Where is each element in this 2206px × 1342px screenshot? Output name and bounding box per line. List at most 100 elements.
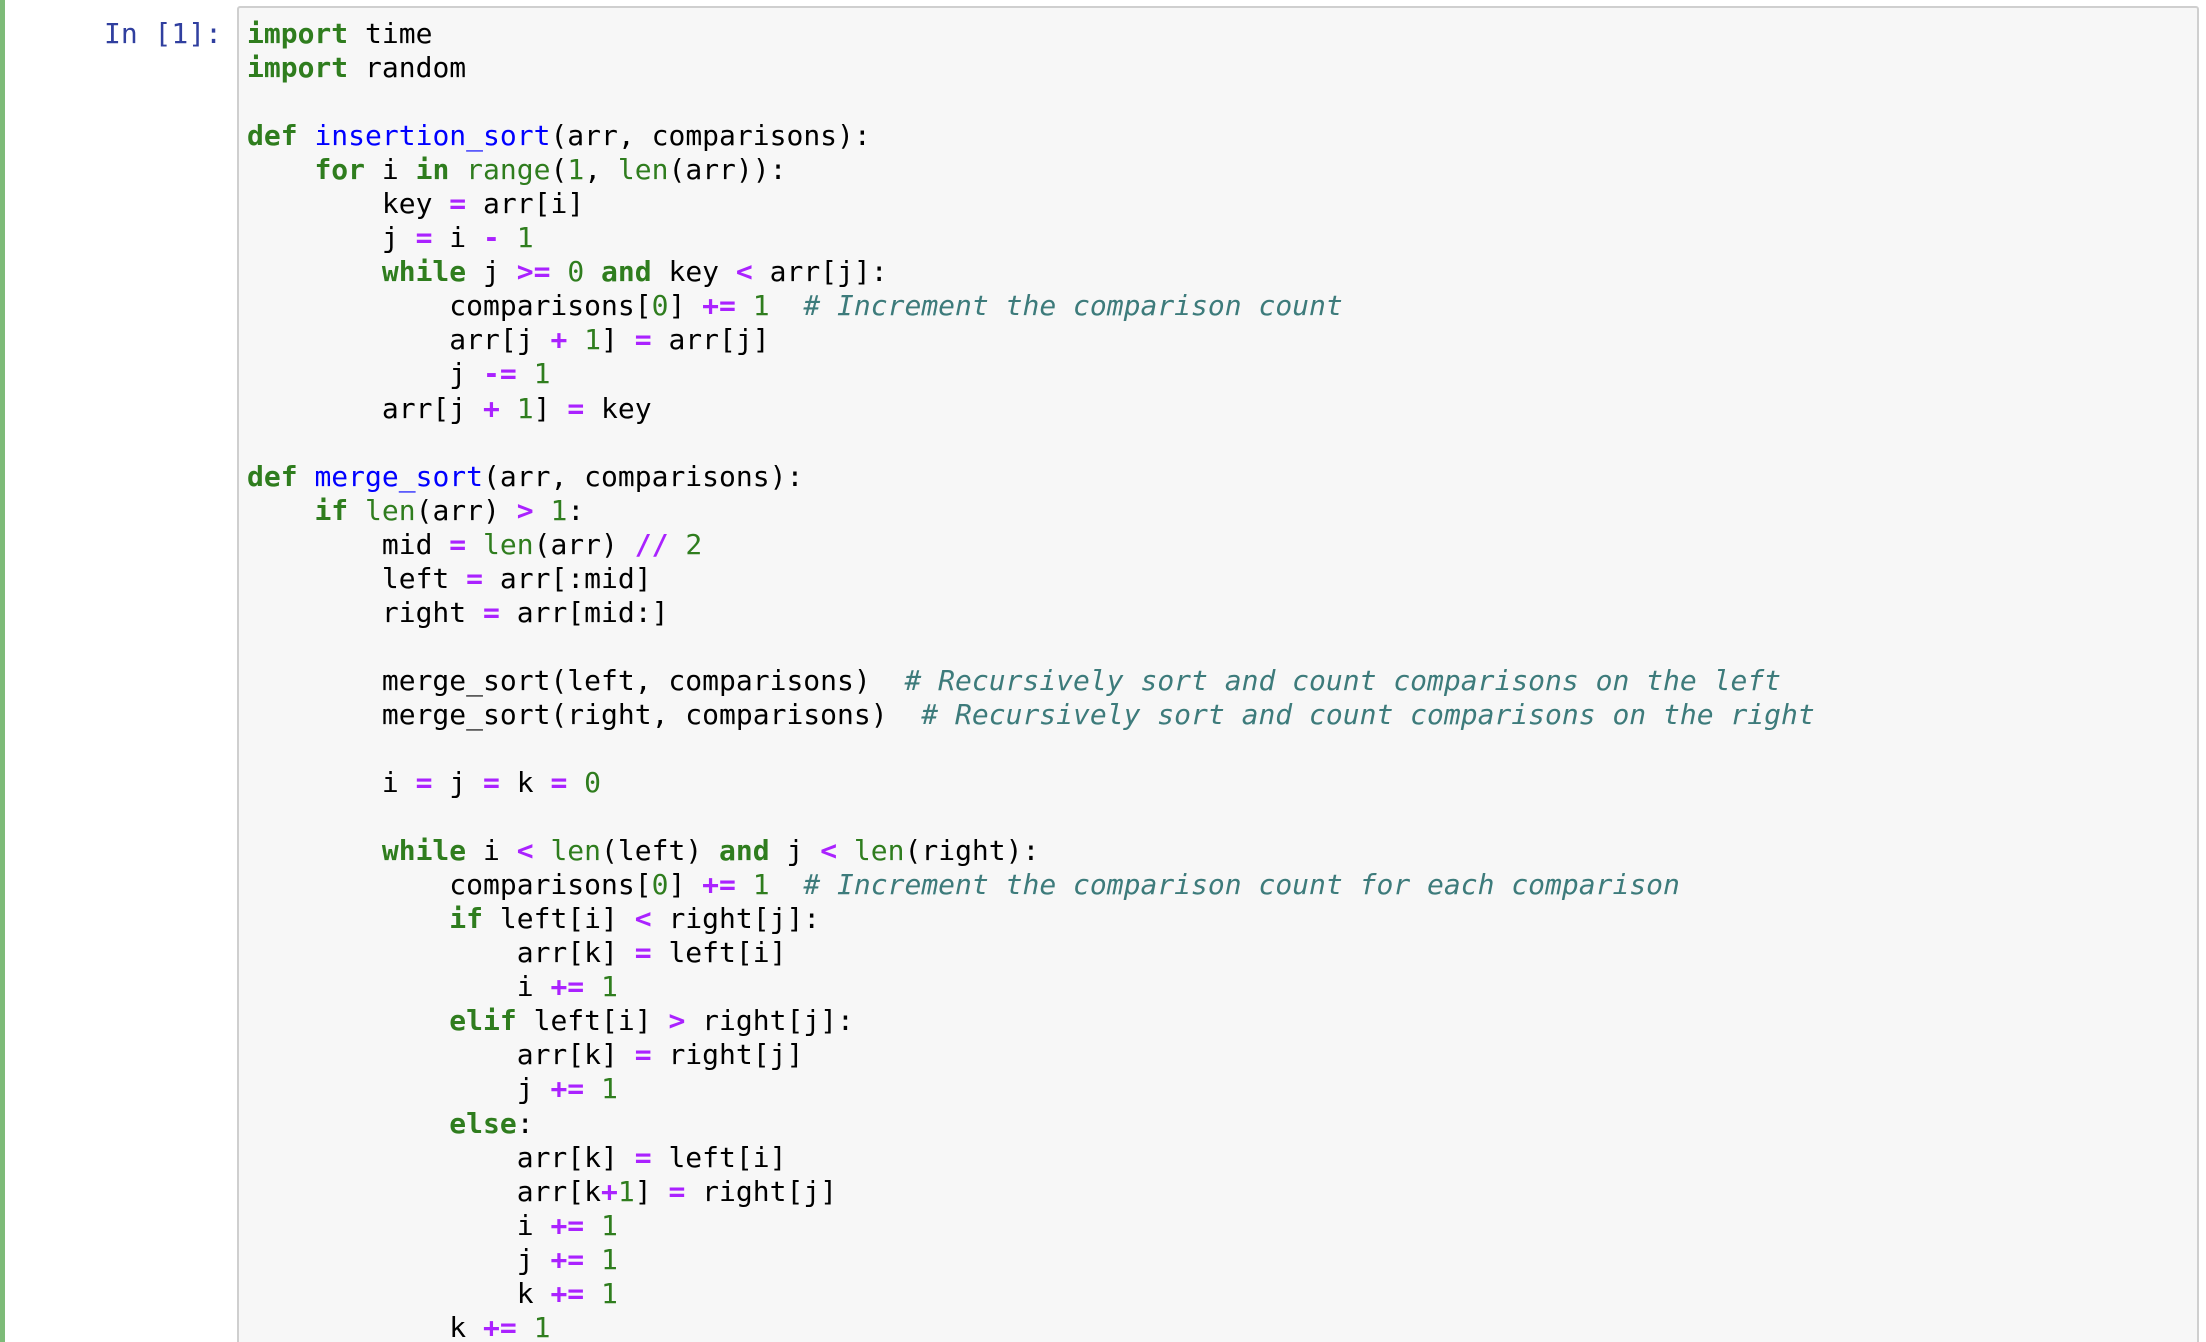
code-token: k bbox=[247, 1310, 484, 1342]
code-token: arr[k] bbox=[247, 1140, 635, 1174]
code-token: left[i] bbox=[516, 1004, 669, 1038]
code-token: 1 bbox=[601, 1072, 618, 1106]
code-token: merge_sort(right, comparisons) bbox=[247, 697, 922, 731]
code-token: 1 bbox=[567, 153, 585, 187]
code-token: left[i] bbox=[651, 936, 787, 970]
code-token: key bbox=[651, 255, 736, 289]
code-token: ] bbox=[601, 323, 635, 357]
code-line: arr[k] = left[i] bbox=[247, 1141, 1815, 1175]
code-token: comparisons[ bbox=[247, 289, 652, 323]
code-token: len bbox=[617, 153, 669, 187]
code-line: def insertion_sort(arr, comparisons): bbox=[247, 119, 1815, 153]
code-token: = bbox=[634, 936, 652, 970]
code-token: 0 bbox=[651, 868, 669, 902]
code-token bbox=[567, 766, 584, 799]
code-token: left[i] bbox=[483, 902, 635, 936]
code-token: > bbox=[668, 1004, 686, 1038]
code-token: = bbox=[668, 1174, 686, 1208]
code-token: i bbox=[247, 970, 551, 1004]
code-token: 1 bbox=[601, 1276, 618, 1310]
code-token: # Increment the comparison count bbox=[803, 289, 1343, 323]
code-token: 0 bbox=[651, 289, 669, 323]
code-token: 0 bbox=[584, 766, 602, 800]
code-token: # Increment the comparison count for eac… bbox=[803, 868, 1680, 902]
code-token: < bbox=[516, 834, 534, 868]
code-line: i += 1 bbox=[247, 970, 1815, 1004]
code-token bbox=[247, 902, 449, 935]
code-token: < bbox=[735, 255, 753, 289]
code-token: in bbox=[415, 153, 450, 187]
code-token bbox=[736, 868, 753, 901]
code-editor[interactable] bbox=[237, 6, 2199, 1342]
code-token: if bbox=[449, 902, 484, 936]
code-token bbox=[668, 528, 685, 561]
code-line: arr[j + 1] = key bbox=[247, 392, 1815, 426]
code-token bbox=[584, 255, 601, 288]
code-token bbox=[584, 970, 601, 1003]
code-line: mid = len(arr) // 2 bbox=[247, 528, 1815, 562]
code-line: import random bbox=[247, 51, 1815, 85]
code-line: while i < len(left) and j < len(right): bbox=[247, 834, 1815, 868]
code-token: j bbox=[432, 766, 484, 800]
code-token: (arr)): bbox=[668, 153, 787, 187]
code-token bbox=[770, 289, 804, 322]
code-token bbox=[466, 528, 483, 561]
code-token: 1 bbox=[516, 221, 534, 255]
code-line: key = arr[i] bbox=[247, 187, 1815, 221]
code-token: j bbox=[769, 834, 821, 868]
code-token: ] bbox=[668, 289, 703, 323]
code-token: i bbox=[247, 766, 416, 800]
code-token bbox=[247, 255, 382, 288]
code-token: arr[j]: bbox=[752, 255, 888, 289]
code-token bbox=[584, 1072, 601, 1105]
code-token: j bbox=[247, 357, 484, 391]
code-token: += bbox=[550, 970, 585, 1004]
code-token: import bbox=[247, 51, 349, 85]
code-token bbox=[567, 323, 584, 356]
code-token bbox=[247, 153, 314, 186]
code-token: left bbox=[247, 561, 467, 595]
code-token: right[j] bbox=[651, 1038, 804, 1072]
code-token: right[j]: bbox=[685, 1004, 854, 1038]
code-token: += bbox=[550, 1242, 585, 1276]
code-token: 1 bbox=[533, 357, 551, 391]
code-line bbox=[247, 426, 1815, 460]
code-token: 1 bbox=[601, 970, 618, 1004]
code-token: i bbox=[365, 153, 416, 187]
code-token: j bbox=[466, 255, 517, 289]
code-token bbox=[500, 221, 517, 254]
code-token: arr[j bbox=[247, 323, 551, 357]
code-token bbox=[247, 834, 382, 867]
code-token: arr[k] bbox=[247, 1038, 635, 1072]
code-token: += bbox=[550, 1276, 585, 1310]
code-token: i bbox=[466, 834, 517, 868]
code-token bbox=[534, 834, 551, 867]
code-token bbox=[736, 289, 753, 322]
code-token: // bbox=[634, 527, 669, 561]
code-token: else bbox=[449, 1106, 517, 1140]
code-token: >= bbox=[516, 255, 551, 289]
code-line: j += 1 bbox=[247, 1243, 1815, 1277]
code-token: (arr) bbox=[533, 527, 635, 561]
code-line: arr[k] = left[i] bbox=[247, 936, 1815, 970]
code-token: + bbox=[483, 391, 500, 425]
code-token: while bbox=[381, 255, 467, 289]
code-line bbox=[247, 630, 1815, 664]
code-token: < bbox=[634, 902, 652, 936]
code-token: = bbox=[550, 766, 568, 800]
code-token: += bbox=[550, 1208, 585, 1242]
code-token: and bbox=[601, 255, 652, 289]
code-token: # Recursively sort and count comparisons… bbox=[904, 663, 1782, 697]
code-token: arr[i] bbox=[466, 187, 585, 221]
code-token: = bbox=[449, 187, 467, 221]
code-token: arr[k bbox=[247, 1174, 602, 1208]
code-token: ] bbox=[668, 868, 703, 902]
code-token bbox=[837, 834, 854, 867]
code-token: i bbox=[432, 221, 484, 255]
code-token bbox=[348, 494, 365, 527]
code-token: i bbox=[247, 1208, 551, 1242]
code-line bbox=[247, 85, 1815, 119]
code-line: for i in range(1, len(arr)): bbox=[247, 153, 1815, 187]
